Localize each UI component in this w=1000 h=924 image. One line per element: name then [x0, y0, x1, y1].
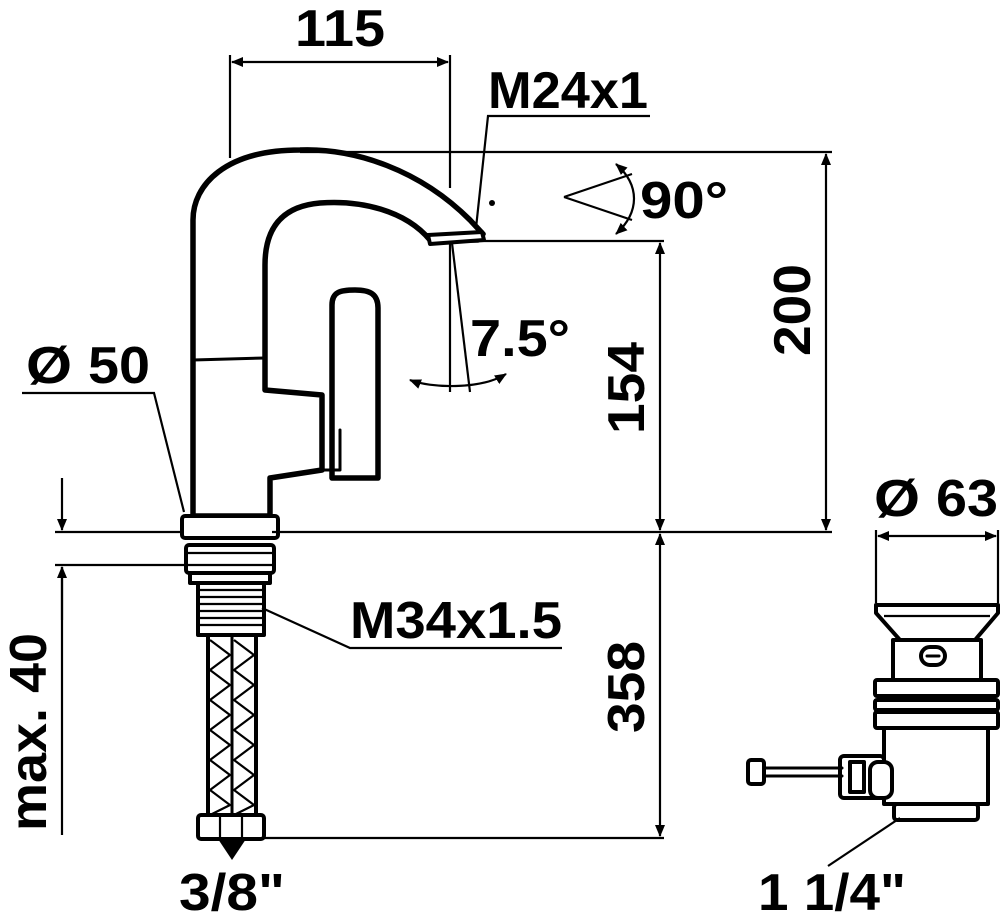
popup-rod-end	[746, 758, 766, 786]
spout-height-label: 154	[598, 342, 656, 434]
hose-braid-right	[232, 639, 257, 816]
base-rosette	[180, 514, 280, 540]
lever-detail	[320, 398, 342, 472]
total-height-label: 200	[764, 264, 822, 356]
dimension-lines	[22, 55, 1000, 867]
hose-connection-label: 3/8"	[179, 864, 285, 922]
waste-body-lower	[882, 726, 990, 806]
spout-thread-label: M24x1	[488, 62, 648, 120]
popup-clip	[848, 760, 866, 794]
waste-flange-3	[873, 710, 1000, 730]
base-diameter-label: 50	[88, 337, 150, 395]
waste-diameter-label: 63	[936, 470, 998, 528]
hose-tip	[218, 839, 246, 860]
waste-connection-label: 1 1/4"	[758, 864, 906, 922]
swivel-angle-label: 90°	[640, 172, 728, 230]
waste-cap	[874, 603, 1000, 642]
faucet	[180, 147, 486, 860]
body-seam	[191, 356, 267, 362]
tilt-angle-label: 7.5°	[470, 310, 570, 368]
base-diameter: Ø 50	[26, 337, 150, 395]
locking-nut	[184, 543, 276, 575]
popup-knob	[868, 760, 894, 800]
hose-length-label: 358	[598, 641, 656, 733]
mounting-thread-label: M34x1.5	[350, 592, 562, 650]
waste-flange-1	[873, 678, 1000, 698]
waste-flange-2	[873, 698, 1000, 712]
waste-diameter: Ø 63	[874, 470, 998, 528]
waste-drain	[746, 603, 1000, 822]
stem-threads	[198, 588, 264, 627]
hose-connector	[196, 813, 266, 841]
waste-tail	[892, 802, 980, 822]
aerator	[426, 230, 486, 246]
hose-braid-left	[208, 639, 233, 816]
deck-thickness-label: max. 40	[0, 633, 58, 831]
reach-label: 115	[295, 0, 385, 58]
diameter-icon-2: Ø	[874, 470, 920, 528]
diameter-icon: Ø	[26, 337, 72, 395]
lever-handle	[329, 287, 381, 481]
